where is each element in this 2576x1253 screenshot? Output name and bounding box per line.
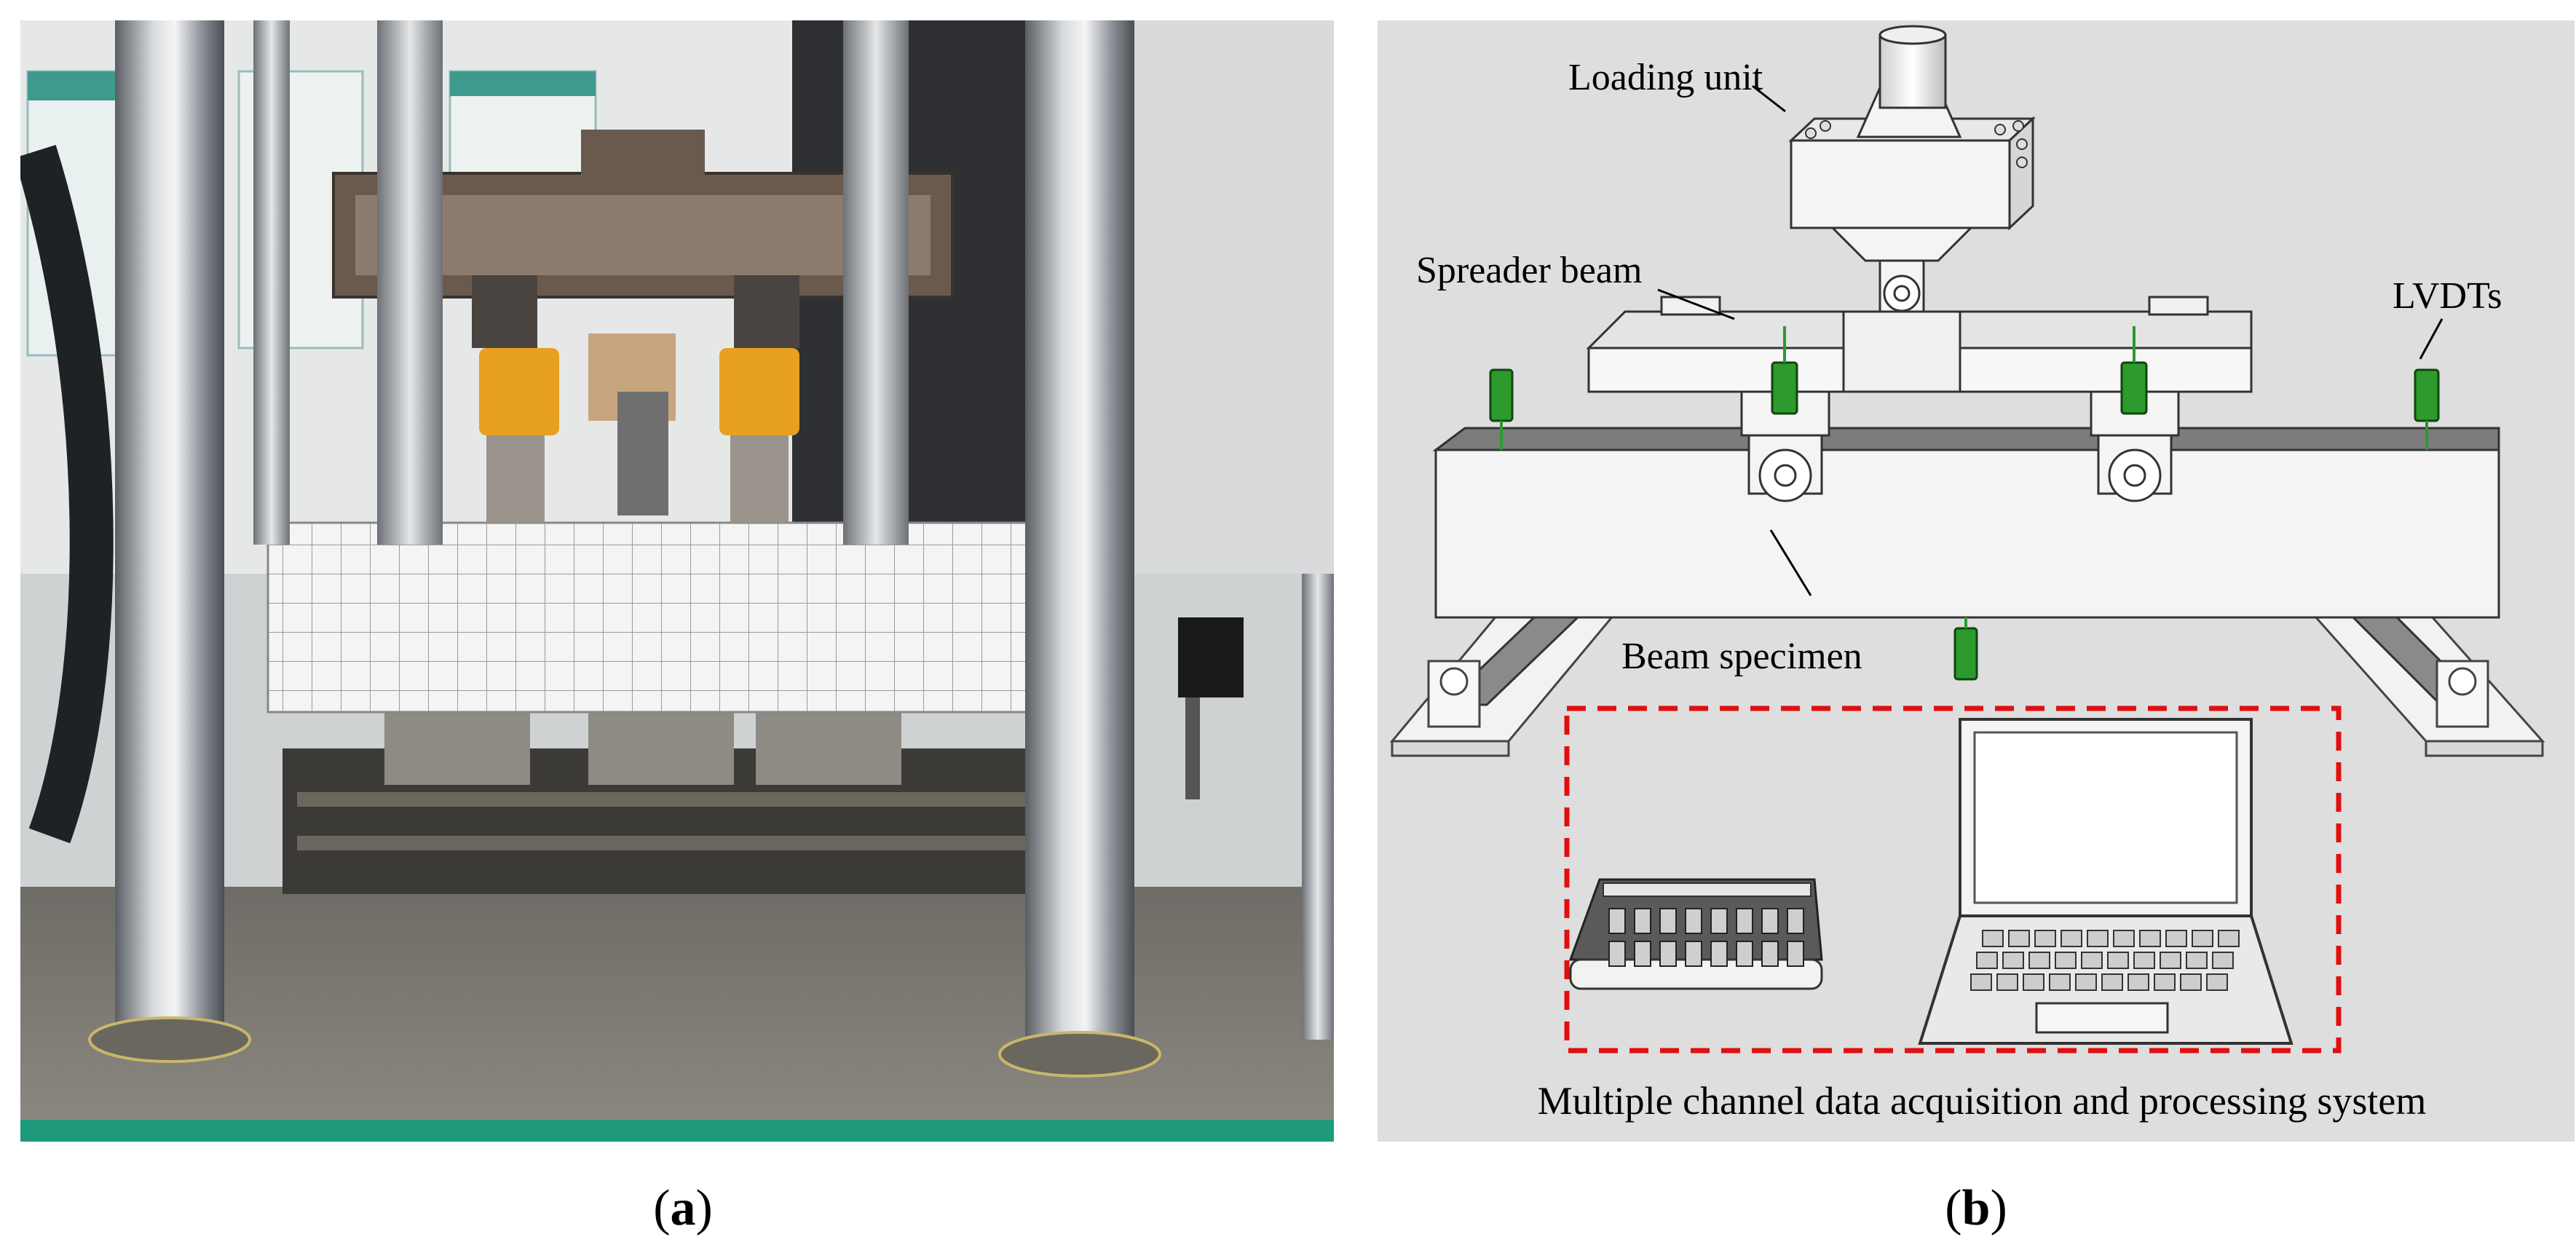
laptop-key [2212,952,2234,969]
label-daq-system: Multiple channel data acquisition and pr… [1538,1079,2427,1123]
leader-lines [1657,84,2443,596]
left-support [1389,609,1621,757]
data-acquisition-unit [1568,878,1823,990]
lvdt-right-end [2414,368,2440,450]
loading-unit [1788,25,2036,393]
laptop-key [2127,973,2149,991]
laptop-key [2049,973,2071,991]
daq-channel-slot [1787,941,1804,967]
laptop-key [2081,952,2103,969]
panel-a-photo [20,20,1334,1142]
daq-channel-slot [1761,908,1779,934]
daq-channel-slot [1710,908,1728,934]
daq-channel-slot [1608,941,1626,967]
laptop-key [2101,973,2123,991]
lvdt-left-end [1489,368,1514,450]
laptop-key [2154,973,2176,991]
daq-channel-slot [1685,941,1702,967]
laptop-key [2180,973,2202,991]
laptop-key [2165,930,2187,947]
daq-channel-slot [1685,908,1702,934]
daq-channel-slot [1736,908,1753,934]
daq-channel-slot [1659,908,1677,934]
laptop-key [2139,930,2161,947]
panel-b-diagram: Loading unit Spreader beam LVDTs Beam sp… [1378,20,2575,1142]
laptop-key [2075,973,2097,991]
laptop-key [2087,930,2109,947]
laptop-key [2023,973,2044,991]
label-loading-unit: Loading unit [1568,57,1763,98]
caption-panel-b: (b) [1945,1180,2007,1236]
laptop-key [2107,952,2129,969]
laptop-key [2218,930,2240,947]
laptop [1918,718,2293,1045]
laptop-key [2133,952,2155,969]
label-beam-specimen: Beam specimen [1621,636,1862,677]
lvdt-sensors [1489,326,2440,681]
lvdt-right-mid [2120,326,2148,415]
laptop-key [2160,952,2181,969]
daq-system-outline [1564,705,2342,1054]
laptop-key [2008,930,2030,947]
laptop-key [2034,930,2056,947]
daq-channel-slot [1761,941,1779,967]
daq-channel-slot [1634,941,1651,967]
laptop-key [1996,973,2018,991]
daq-channel-slot [1736,941,1753,967]
laptop-key [2028,952,2050,969]
laptop-key [2055,952,2077,969]
daq-channel-slot [1787,908,1804,934]
laptop-key [2186,952,2208,969]
right-support [2307,609,2545,757]
laptop-key [1970,973,1992,991]
daq-channel-slot [1710,941,1728,967]
daq-channel-slot [1608,908,1626,934]
laptop-key [2192,930,2213,947]
laptop-key [1976,952,1998,969]
laptop-key [2002,952,2024,969]
label-lvdts: LVDTs [2393,275,2502,317]
beam-specimen [1432,427,2500,619]
daq-channel-slot [1659,941,1677,967]
lvdt-bottom-center [1953,617,1978,681]
laptop-key [2061,930,2082,947]
label-spreader-beam: Spreader beam [1416,250,1642,291]
lvdt-left-mid [1771,326,1798,415]
laptop-key [2113,930,2135,947]
left-roller-assembly [1740,390,1830,502]
laptop-key [1982,930,2004,947]
test-rig-photo [20,20,1334,1142]
daq-channel-slot [1634,908,1651,934]
laptop-key [2206,973,2228,991]
test-setup-diagram: Loading unit Spreader beam LVDTs Beam sp… [1389,25,2545,1123]
caption-panel-a: (a) [653,1180,713,1236]
